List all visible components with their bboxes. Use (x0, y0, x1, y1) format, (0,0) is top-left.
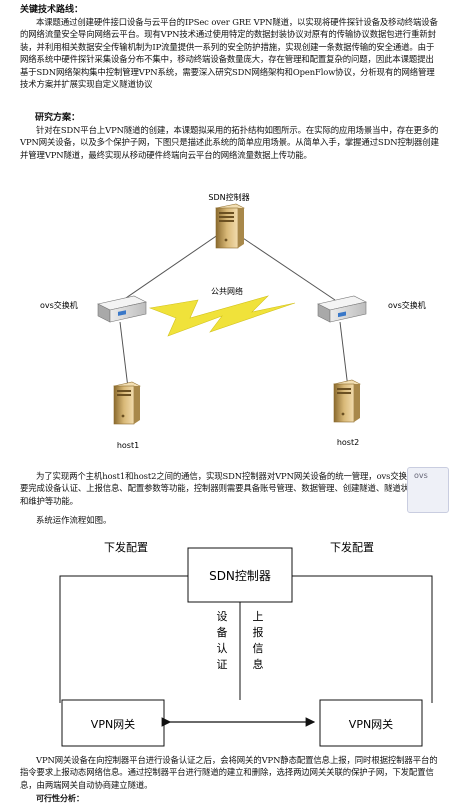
switch-right-icon (317, 295, 367, 323)
report-char-0: 上 (253, 610, 264, 623)
flow-gateway-right-label: VPN网关 (349, 717, 393, 731)
auth-char-2: 认 (217, 642, 228, 655)
link-left-host1 (119, 321, 129, 389)
flow-intro: 系统运作流程如图。 (36, 515, 112, 525)
flow-gateway-left-box (61, 699, 165, 747)
switch-right-label: ovs交换机 (388, 300, 426, 310)
public-network-lightning-icon (148, 295, 296, 337)
right-config-line (290, 575, 433, 703)
left-config-line (59, 575, 190, 703)
topology-diagram: SDN控制器 公共网络 ovs交换机 ovs交换机 host1 host2 (40, 192, 426, 450)
flow-gateway-left-label: VPN网关 (91, 717, 135, 731)
host1-label: host1 (117, 441, 139, 450)
section-title: 关键技术路线： (20, 5, 84, 15)
flow-left-label: 下发配置 (104, 540, 148, 554)
paragraph-topology-description: 为了实现两个主机host1和host2之间的通信，实现SDN控制器对VPN网关设… (20, 471, 440, 506)
auth-char-1: 备 (217, 625, 228, 639)
bottom-heading: 可行性分析： (36, 793, 84, 803)
switch-left-icon (97, 295, 147, 323)
paragraph-flow-description: VPN网关设备在向控制器平台进行设备认证之后，会将网关的VPN静态配置信息上报，… (20, 755, 438, 790)
auth-char-3: 证 (217, 658, 228, 671)
auth-char-0: 设 (217, 610, 228, 623)
host2-label: host2 (337, 438, 359, 447)
research-plan-title: 研究方案： (35, 113, 81, 123)
flow-right-label: 下发配置 (330, 540, 374, 554)
flow-controller-box (187, 547, 293, 603)
host1-server-icon (113, 381, 141, 425)
link-right-host2 (339, 321, 349, 389)
link-controller-right (227, 227, 336, 301)
hover-tooltip: ovs (407, 467, 449, 513)
report-char-2: 信 (253, 642, 264, 655)
paragraph-research-plan: 针对在SDN平台上VPN隧道的创建，本课题拟采用的拓扑结构如图所示。在实际的应用… (20, 125, 439, 160)
sdn-controller-server-icon (215, 203, 245, 249)
host2-server-icon (333, 379, 361, 423)
flow-gateway-right-box (319, 699, 423, 747)
flow-controller-label: SDN控制器 (209, 569, 271, 583)
paragraph-technical-route: 本课题通过创建硬件接口设备与云平台的IPSec over GRE VPN隧道，以… (20, 17, 438, 90)
controller-label: SDN控制器 (208, 192, 249, 202)
link-controller-left (122, 227, 229, 301)
public-network-label: 公共网络 (211, 286, 243, 296)
report-char-3: 息 (253, 657, 264, 671)
switch-left-label: ovs交换机 (40, 300, 78, 310)
report-char-1: 报 (253, 625, 264, 639)
